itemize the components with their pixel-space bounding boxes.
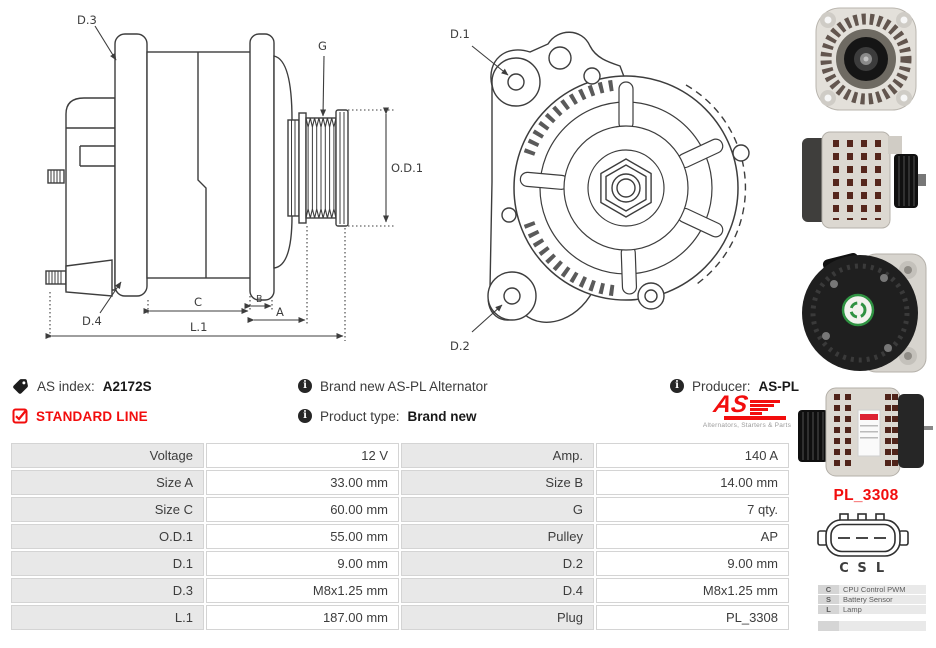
spec-value: 60.00 mm [206,497,399,522]
legend-row: C CPU Control PWM [818,585,926,594]
product-photo-rear[interactable] [796,244,936,382]
spec-label: Size C [11,497,204,522]
legend-row: S Battery Sensor [818,595,926,604]
dim-label-d4: D.4 [82,314,102,328]
spec-value: 9.00 mm [596,551,789,576]
as-index-value: A2172S [102,378,152,394]
producer-row: i Producer: AS-PL [670,377,799,395]
spec-label: L.1 [11,605,204,630]
spec-value: 187.00 mm [206,605,399,630]
spec-value: 12 V [206,443,399,468]
info-icon: i [298,409,312,423]
as-index-label: AS index: [37,378,95,394]
spec-value: 140 A [596,443,789,468]
brand-new-row: i Brand new AS-PL Alternator [298,377,488,395]
dim-label-d3: D.3 [77,13,97,27]
side-view-diagram: D.3 G O.D.1 D.4 C B A L.1 [45,13,423,341]
spec-value: 9.00 mm [206,551,399,576]
producer-value: AS-PL [758,378,800,394]
brand-new-text: Brand new AS-PL Alternator [320,378,488,394]
legend-pin: S [818,595,839,604]
product-photo-front[interactable] [796,2,936,116]
checkbox-checked-icon [12,408,28,424]
spec-value: M8x1.25 mm [206,578,399,603]
dim-label-b: B [256,294,263,305]
spec-label: Size B [401,470,594,495]
as-pl-logo-bars [750,399,781,415]
spec-label: Pulley [401,524,594,549]
tag-icon [13,378,28,394]
as-pl-logo-text: AS [711,391,750,418]
spec-label: D.2 [401,551,594,576]
spec-value: 55.00 mm [206,524,399,549]
as-index-row: AS index: A2172S [12,377,152,395]
producer-label: Producer: [692,378,751,394]
spec-row: Size A 33.00 mm Size B 14.00 mm [11,470,789,495]
spec-value: 14.00 mm [596,470,789,495]
spec-row: D.1 9.00 mm D.2 9.00 mm [11,551,789,576]
front-view-diagram: D.1 D.2 [450,27,750,353]
legend-pin: L [818,605,839,614]
spec-label: D.1 [11,551,204,576]
plug-pin-legend: C CPU Control PWM S Battery Sensor L Lam… [818,585,926,632]
dim-label-g: G [318,39,327,53]
legend-desc: Battery Sensor [839,595,926,604]
spec-label: Amp. [401,443,594,468]
info-icon: i [670,379,684,393]
product-photo-side-left[interactable] [796,384,936,480]
product-type-value: Brand new [407,408,477,424]
spec-label: D.4 [401,578,594,603]
plug-connector-diagram: C S L [817,513,909,576]
spec-label: D.3 [11,578,204,603]
spec-value: AP [596,524,789,549]
dim-label-d1: D.1 [450,27,470,41]
legend-pin: C [818,585,839,594]
as-pl-logo: AS Alternators, Starters & Parts [702,391,792,429]
spec-row: Size C 60.00 mm G 7 qty. [11,497,789,522]
plug-code: PL_3308 [833,487,899,504]
spec-row: D.3 M8x1.25 mm D.4 M8x1.25 mm [11,578,789,603]
standard-line-label: STANDARD LINE [36,408,148,424]
spec-label: Voltage [11,443,204,468]
spec-value: M8x1.25 mm [596,578,789,603]
legend-desc: CPU Control PWM [839,585,926,594]
plug-pin-s: S [857,561,866,576]
legend-row: L Lamp [818,605,926,614]
spec-value: 7 qty. [596,497,789,522]
dim-label-od1: O.D.1 [391,161,423,175]
spec-row: Voltage 12 V Amp. 140 A [11,443,789,468]
plug-pin-c: C [839,561,849,576]
specs-table: Voltage 12 V Amp. 140 A Size A 33.00 mm … [9,441,791,632]
spec-label: Size A [11,470,204,495]
as-pl-logo-tagline: Alternators, Starters & Parts [702,422,792,429]
info-icon: i [298,379,312,393]
standard-line-row: STANDARD LINE [12,407,148,425]
spec-row: L.1 187.00 mm Plug PL_3308 [11,605,789,630]
spec-value: 33.00 mm [206,470,399,495]
spec-value: PL_3308 [596,605,789,630]
spec-label: Plug [401,605,594,630]
spec-label: G [401,497,594,522]
product-type-row: i Product type: Brand new [298,407,477,425]
dim-label-c: C [194,295,202,309]
legend-empty-row [818,621,926,631]
plug-pin-l: L [876,561,884,576]
legend-desc: Lamp [839,605,926,614]
product-type-label: Product type: [320,408,400,424]
spec-label: O.D.1 [11,524,204,549]
product-photo-side-right[interactable] [796,120,936,240]
dim-label-d2: D.2 [450,339,470,353]
dim-label-l1: L.1 [190,320,207,334]
dim-label-a: A [276,305,284,319]
spec-row: O.D.1 55.00 mm Pulley AP [11,524,789,549]
